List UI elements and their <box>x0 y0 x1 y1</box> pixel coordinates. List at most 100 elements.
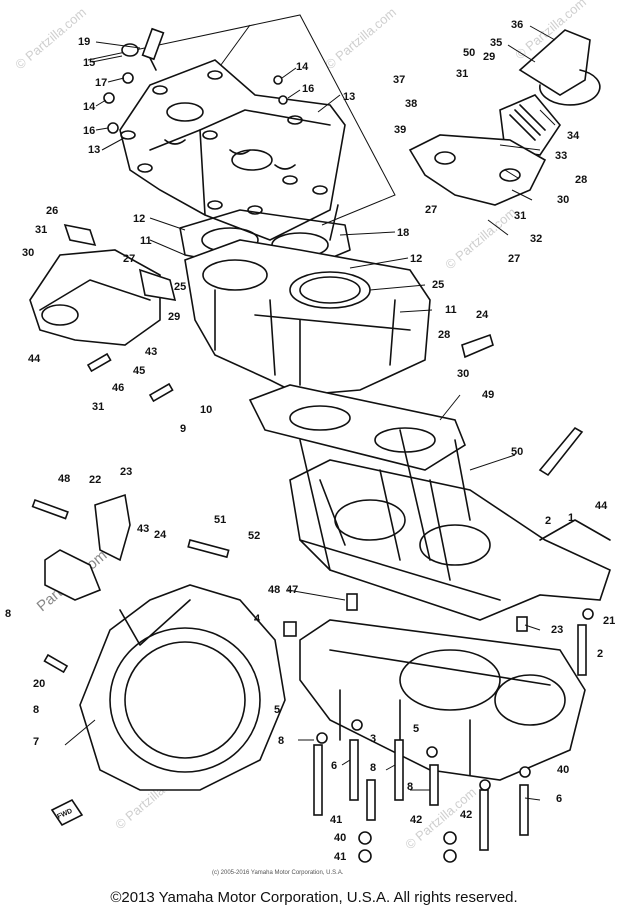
callout-label: 24 <box>476 309 489 321</box>
callout-label: 31 <box>456 68 468 80</box>
fwd-direction-badge: FWD <box>50 798 84 827</box>
copyright-footer: ©2013 Yamaha Motor Corporation, U.S.A. A… <box>110 889 518 906</box>
cylinder-block <box>184 239 431 396</box>
callout-label: 3 <box>370 733 376 745</box>
callout-label: 13 <box>343 91 355 103</box>
callout-label: 52 <box>248 530 260 542</box>
callout-label: 17 <box>95 77 107 89</box>
callout-label: 46 <box>112 382 124 394</box>
callout-label: 28 <box>438 329 450 341</box>
callout-label: 41 <box>330 814 342 826</box>
dowel-pins <box>283 593 528 637</box>
callout-label: 35 <box>490 37 502 49</box>
callout-label: 43 <box>137 523 149 535</box>
callout-label: 4 <box>254 613 261 625</box>
callout-label: 49 <box>482 389 494 401</box>
callout-label: 27 <box>508 253 520 265</box>
callout-label: 1 <box>568 512 574 524</box>
callout-label: 18 <box>397 227 409 239</box>
crankcase-lower <box>299 619 586 781</box>
callout-label: 50 <box>511 446 523 458</box>
small-fasteners-top <box>103 43 288 134</box>
callout-label: 19 <box>78 36 90 48</box>
callout-label: 51 <box>214 514 226 526</box>
callout-label: 2 <box>545 515 551 527</box>
callout-label: 25 <box>432 279 444 291</box>
callout-label: 45 <box>133 365 145 377</box>
callout-label: 28 <box>575 174 587 186</box>
callout-label: 50 <box>463 47 475 59</box>
callout-label: 8 <box>370 762 376 774</box>
callout-label: 42 <box>460 809 472 821</box>
intake-manifold <box>29 223 177 346</box>
callout-label: 47 <box>286 584 298 596</box>
spark-plug <box>141 27 165 71</box>
callout-labels: 19 15 17 14 16 13 14 16 13 36 35 50 31 2… <box>5 19 615 863</box>
callout-label: 43 <box>145 346 157 358</box>
callout-label: 20 <box>33 678 45 690</box>
callout-label: 12 <box>133 213 145 225</box>
callout-label: 23 <box>120 466 132 478</box>
callout-label: 29 <box>483 51 495 63</box>
water-hoses <box>461 333 584 477</box>
callout-label: 8 <box>407 781 413 793</box>
callout-label: 36 <box>511 19 523 31</box>
watermark-text: © Partzilla.com <box>322 4 399 72</box>
callout-label: 10 <box>200 404 212 416</box>
callout-label: 14 <box>83 101 96 113</box>
callout-label: 39 <box>394 124 406 136</box>
crankcase-bolts <box>313 608 594 863</box>
callout-label: 31 <box>92 401 104 413</box>
callout-label: 38 <box>405 98 417 110</box>
exhaust-elbow-assembly <box>408 29 601 206</box>
callout-label: 14 <box>296 61 309 73</box>
callout-label: 37 <box>393 74 405 86</box>
callout-label: 21 <box>603 615 615 627</box>
callout-label: 34 <box>567 130 580 142</box>
callout-label: 32 <box>530 233 542 245</box>
callout-label: 42 <box>410 814 422 826</box>
callout-label: 2 <box>597 648 603 660</box>
crankcase-upper <box>289 459 611 621</box>
callout-label: 16 <box>302 83 314 95</box>
callout-label: 27 <box>123 253 135 265</box>
fine-print: (c) 2005-2016 Yamaha Motor Corporation, … <box>212 870 344 876</box>
callout-label: 31 <box>514 210 526 222</box>
callout-label: 30 <box>457 368 469 380</box>
callout-label: 11 <box>445 304 457 316</box>
callout-label: 22 <box>89 474 101 486</box>
callout-label: 44 <box>595 500 608 512</box>
callout-label: 8 <box>5 608 11 620</box>
callout-label: 24 <box>154 529 167 541</box>
callout-label: 44 <box>28 353 41 365</box>
cylinder-base-gasket <box>248 384 466 471</box>
jet-pump-housing <box>79 584 286 791</box>
callout-label: 33 <box>555 150 567 162</box>
callout-label: 5 <box>274 704 280 716</box>
misc-bolts-left <box>31 352 230 674</box>
callout-label: 15 <box>83 57 95 69</box>
callout-label: 40 <box>334 832 346 844</box>
cylinder-head-assembly <box>119 59 346 241</box>
callout-label: 31 <box>35 224 47 236</box>
callout-label: 16 <box>83 125 95 137</box>
callout-label: 5 <box>413 723 419 735</box>
callout-label: 8 <box>33 704 39 716</box>
callout-label: 30 <box>557 194 569 206</box>
callout-label: 40 <box>557 764 569 776</box>
callout-label: 27 <box>425 204 437 216</box>
callout-label: 23 <box>551 624 563 636</box>
callout-label: 29 <box>168 311 180 323</box>
callout-label: 41 <box>334 851 346 863</box>
callout-label: 13 <box>88 144 100 156</box>
callout-leader-lines <box>64 25 556 801</box>
callout-label: 8 <box>278 735 284 747</box>
callout-label: 48 <box>58 473 70 485</box>
callout-label: 11 <box>140 235 152 247</box>
mount-bracket <box>44 493 131 601</box>
callout-label: 12 <box>410 253 422 265</box>
callout-label: 26 <box>46 205 58 217</box>
callout-label: 6 <box>331 760 337 772</box>
callout-label: 7 <box>33 736 39 748</box>
